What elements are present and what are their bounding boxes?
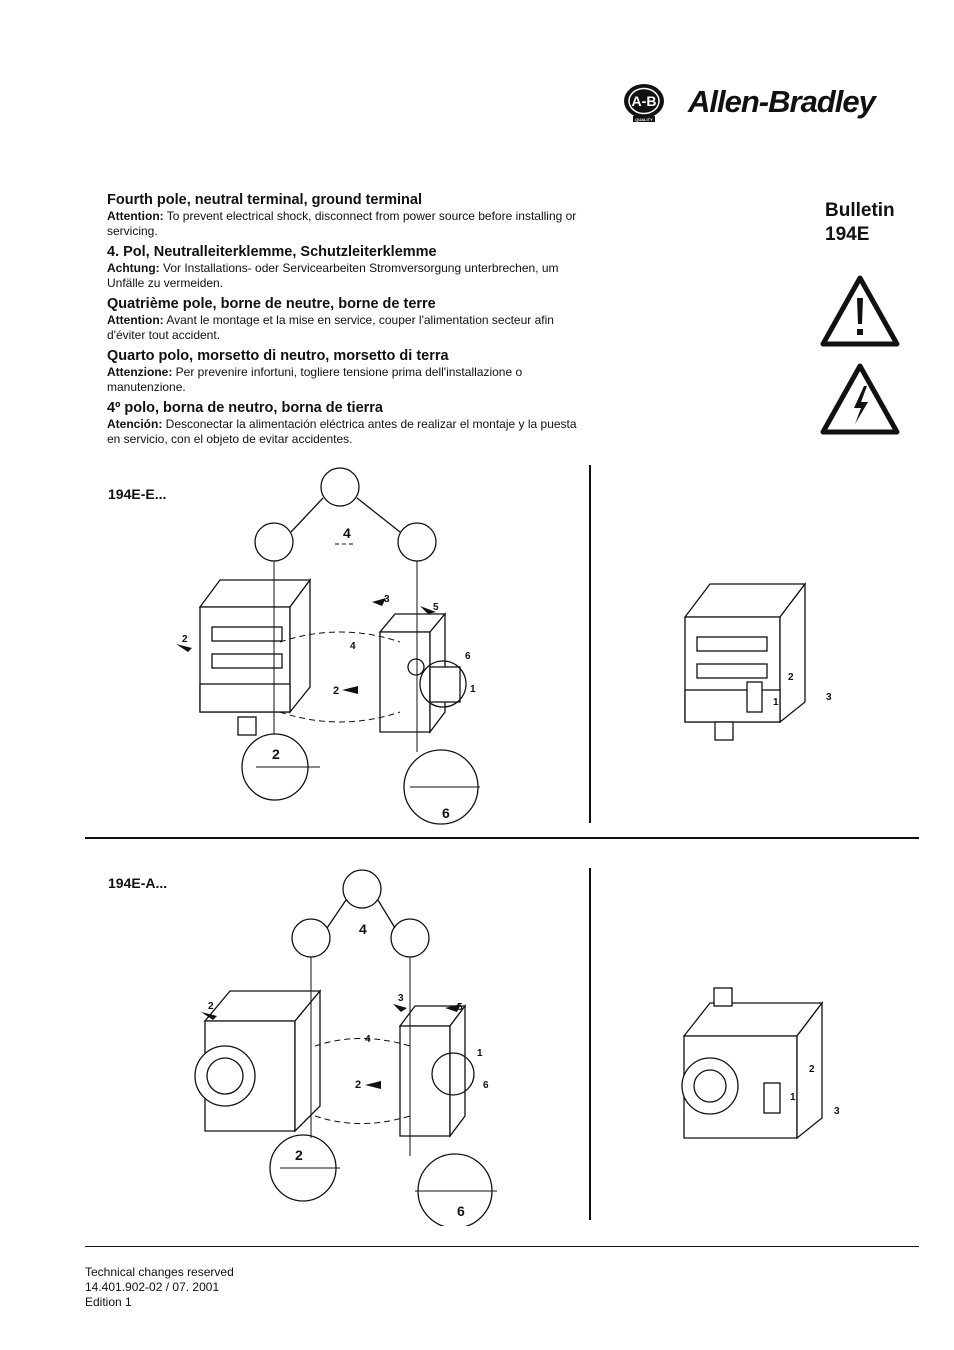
svg-text:QUALITY: QUALITY: [635, 117, 653, 122]
attention-text: Vor Installations- oder Servicearbeiten …: [107, 261, 559, 290]
attention-label: Achtung:: [107, 261, 160, 275]
step-2-label-left: 2: [182, 634, 188, 645]
attention-label: Atención:: [107, 417, 163, 431]
arrow-icon: [393, 1004, 407, 1012]
section-heading: Quarto polo, morsetto di neutro, morsett…: [107, 348, 449, 364]
section-heading: Quatrième pole, borne de neutre, borne d…: [107, 296, 436, 312]
step-1-label: 1: [477, 1048, 483, 1059]
step-4-label: 4: [343, 525, 351, 541]
step-3-label: 3: [398, 993, 404, 1004]
bulletin-title: Bulletin 194E: [825, 199, 895, 247]
footer-line1: Technical changes reserved: [85, 1265, 234, 1279]
step-6-label: 6: [483, 1080, 489, 1091]
bulletin-line2: 194E: [825, 224, 870, 245]
arrow-icon: [342, 686, 358, 694]
step-4-label-curve: 4: [365, 1034, 371, 1045]
model-label-bottom: 194E-A...: [108, 875, 168, 891]
assembled-view-194e-a: 2 1 3: [681, 987, 840, 1140]
instructions: Fourth pole, neutral terminal, ground te…: [107, 192, 587, 452]
arrow-icon: [365, 1081, 381, 1089]
section-fr: Quatrième pole, borne de neutre, borne d…: [107, 296, 587, 343]
footer-line2: 14.401.902-02 / 07. 2001: [85, 1280, 220, 1294]
brand-logo: A-B QUALITY Allen-Bradley: [622, 80, 912, 126]
attention-text: Per prevenire infortuni, togliere tensio…: [107, 365, 523, 394]
brand-name: Allen-Bradley: [688, 84, 876, 119]
electric-shock-warning-icon: [820, 363, 900, 435]
warning-exclamation-icon: [820, 275, 900, 347]
step-2-label-center: 2: [333, 685, 339, 697]
divider-vertical-bottom: [589, 868, 591, 1220]
step-1-label: 1: [470, 684, 476, 695]
section-body: Atención: Desconectar la alimentación el…: [107, 417, 587, 447]
section-body: Attention: Avant le montage et la mise e…: [107, 313, 587, 343]
step-6-detail-label: 6: [442, 805, 450, 821]
attention-text: Avant le montage et la mise en service, …: [107, 313, 554, 342]
step-5-label: 5: [433, 602, 439, 613]
ab-badge-icon: A-B QUALITY: [624, 84, 664, 122]
model-label-top: 194E-E...: [108, 486, 167, 502]
arrow-icon: [201, 1012, 217, 1020]
arrow-icon: [176, 644, 192, 652]
bulletin-line1: Bulletin: [825, 200, 895, 221]
attention-label: Attention:: [107, 313, 164, 327]
attention-label: Attention:: [107, 209, 164, 223]
section-de: 4. Pol, Neutralleiterklemme, Schutzleite…: [107, 244, 587, 291]
footer: Technical changes reserved 14.401.902-02…: [85, 1265, 234, 1310]
step-4-label: 4: [359, 921, 367, 937]
assembled-view-194e-e: 2 1 3: [683, 582, 832, 741]
step-3-label: 3: [384, 594, 390, 605]
step-2-detail-label: 2: [272, 746, 280, 762]
section-body: Attenzione: Per prevenire infortuni, tog…: [107, 365, 587, 395]
step-2-detail-label: 2: [295, 1147, 303, 1163]
assembled-step-3: 3: [826, 692, 832, 703]
step-6-label: 6: [465, 651, 471, 662]
arrow-icon: [372, 598, 386, 606]
assembled-step-1: 1: [790, 1092, 796, 1103]
arrow-icon: [445, 1004, 461, 1012]
attention-text: To prevent electrical shock, disconnect …: [107, 209, 577, 238]
assembled-step-2: 2: [809, 1064, 815, 1075]
assembly-diagram-194e-e: 4 2 3 5 4 2 6 1 2 6: [176, 467, 480, 825]
section-heading: 4. Pol, Neutralleiterklemme, Schutzleite…: [107, 244, 437, 260]
step-2-label-center: 2: [355, 1079, 361, 1091]
section-body: Attention: To prevent electrical shock, …: [107, 209, 587, 239]
section-es: 4º polo, borna de neutro, borna de tierr…: [107, 400, 587, 447]
step-4-label-curve: 4: [350, 641, 356, 652]
assembled-step-1: 1: [773, 697, 779, 708]
footer-line3: Edition 1: [85, 1295, 132, 1309]
section-en: Fourth pole, neutral terminal, ground te…: [107, 192, 587, 239]
section-it: Quarto polo, morsetto di neutro, morsett…: [107, 348, 587, 395]
attention-label: Attenzione:: [107, 365, 173, 379]
assembled-step-3: 3: [834, 1106, 840, 1117]
attention-text: Desconectar la alimentación eléctrica an…: [107, 417, 577, 446]
section-heading: 4º polo, borna de neutro, borna de tierr…: [107, 400, 383, 416]
section-heading: Fourth pole, neutral terminal, ground te…: [107, 192, 422, 208]
divider-vertical-top: [589, 465, 591, 823]
section-body: Achtung: Vor Installations- oder Service…: [107, 261, 587, 291]
divider-horizontal: [85, 837, 919, 839]
svg-text:A-B: A-B: [632, 93, 657, 109]
footer-rule: [85, 1246, 919, 1247]
step-2-label-left: 2: [208, 1001, 214, 1012]
arrow-icon: [420, 606, 436, 614]
step-5-label: 5: [457, 1002, 463, 1013]
assembly-diagram-194e-a: 4 2 3 5 4 2 1 6 2 6: [194, 869, 497, 1226]
step-6-detail-label: 6: [457, 1203, 465, 1219]
assembled-step-2: 2: [788, 672, 794, 683]
